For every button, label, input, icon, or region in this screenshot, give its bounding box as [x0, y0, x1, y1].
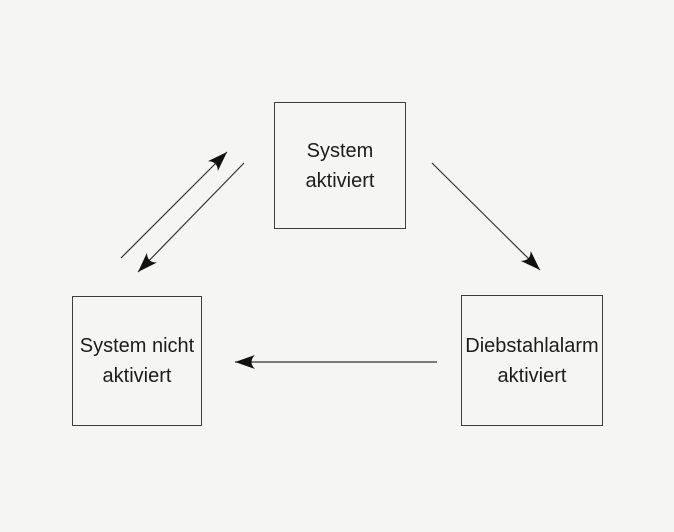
edge-system-aktiviert-to-diebstahlalarm-aktiviert	[431, 162, 541, 271]
state-node-diebstahlalarm-aktiviert: Diebstahlalarm aktiviert	[461, 295, 603, 426]
state-node-system-nicht-aktiviert: System nicht aktiviert	[72, 296, 202, 426]
state-node-label: Diebstahlalarm aktiviert	[465, 334, 599, 387]
edge-system-nicht-aktiviert-to-system-aktiviert	[120, 151, 228, 259]
state-node-system-aktiviert: System aktiviert	[274, 102, 406, 229]
state-node-label: System nicht aktiviert	[79, 335, 195, 387]
state-node-label: System aktiviert	[305, 139, 375, 192]
edge-system-aktiviert-to-system-nicht-aktiviert	[137, 162, 245, 273]
